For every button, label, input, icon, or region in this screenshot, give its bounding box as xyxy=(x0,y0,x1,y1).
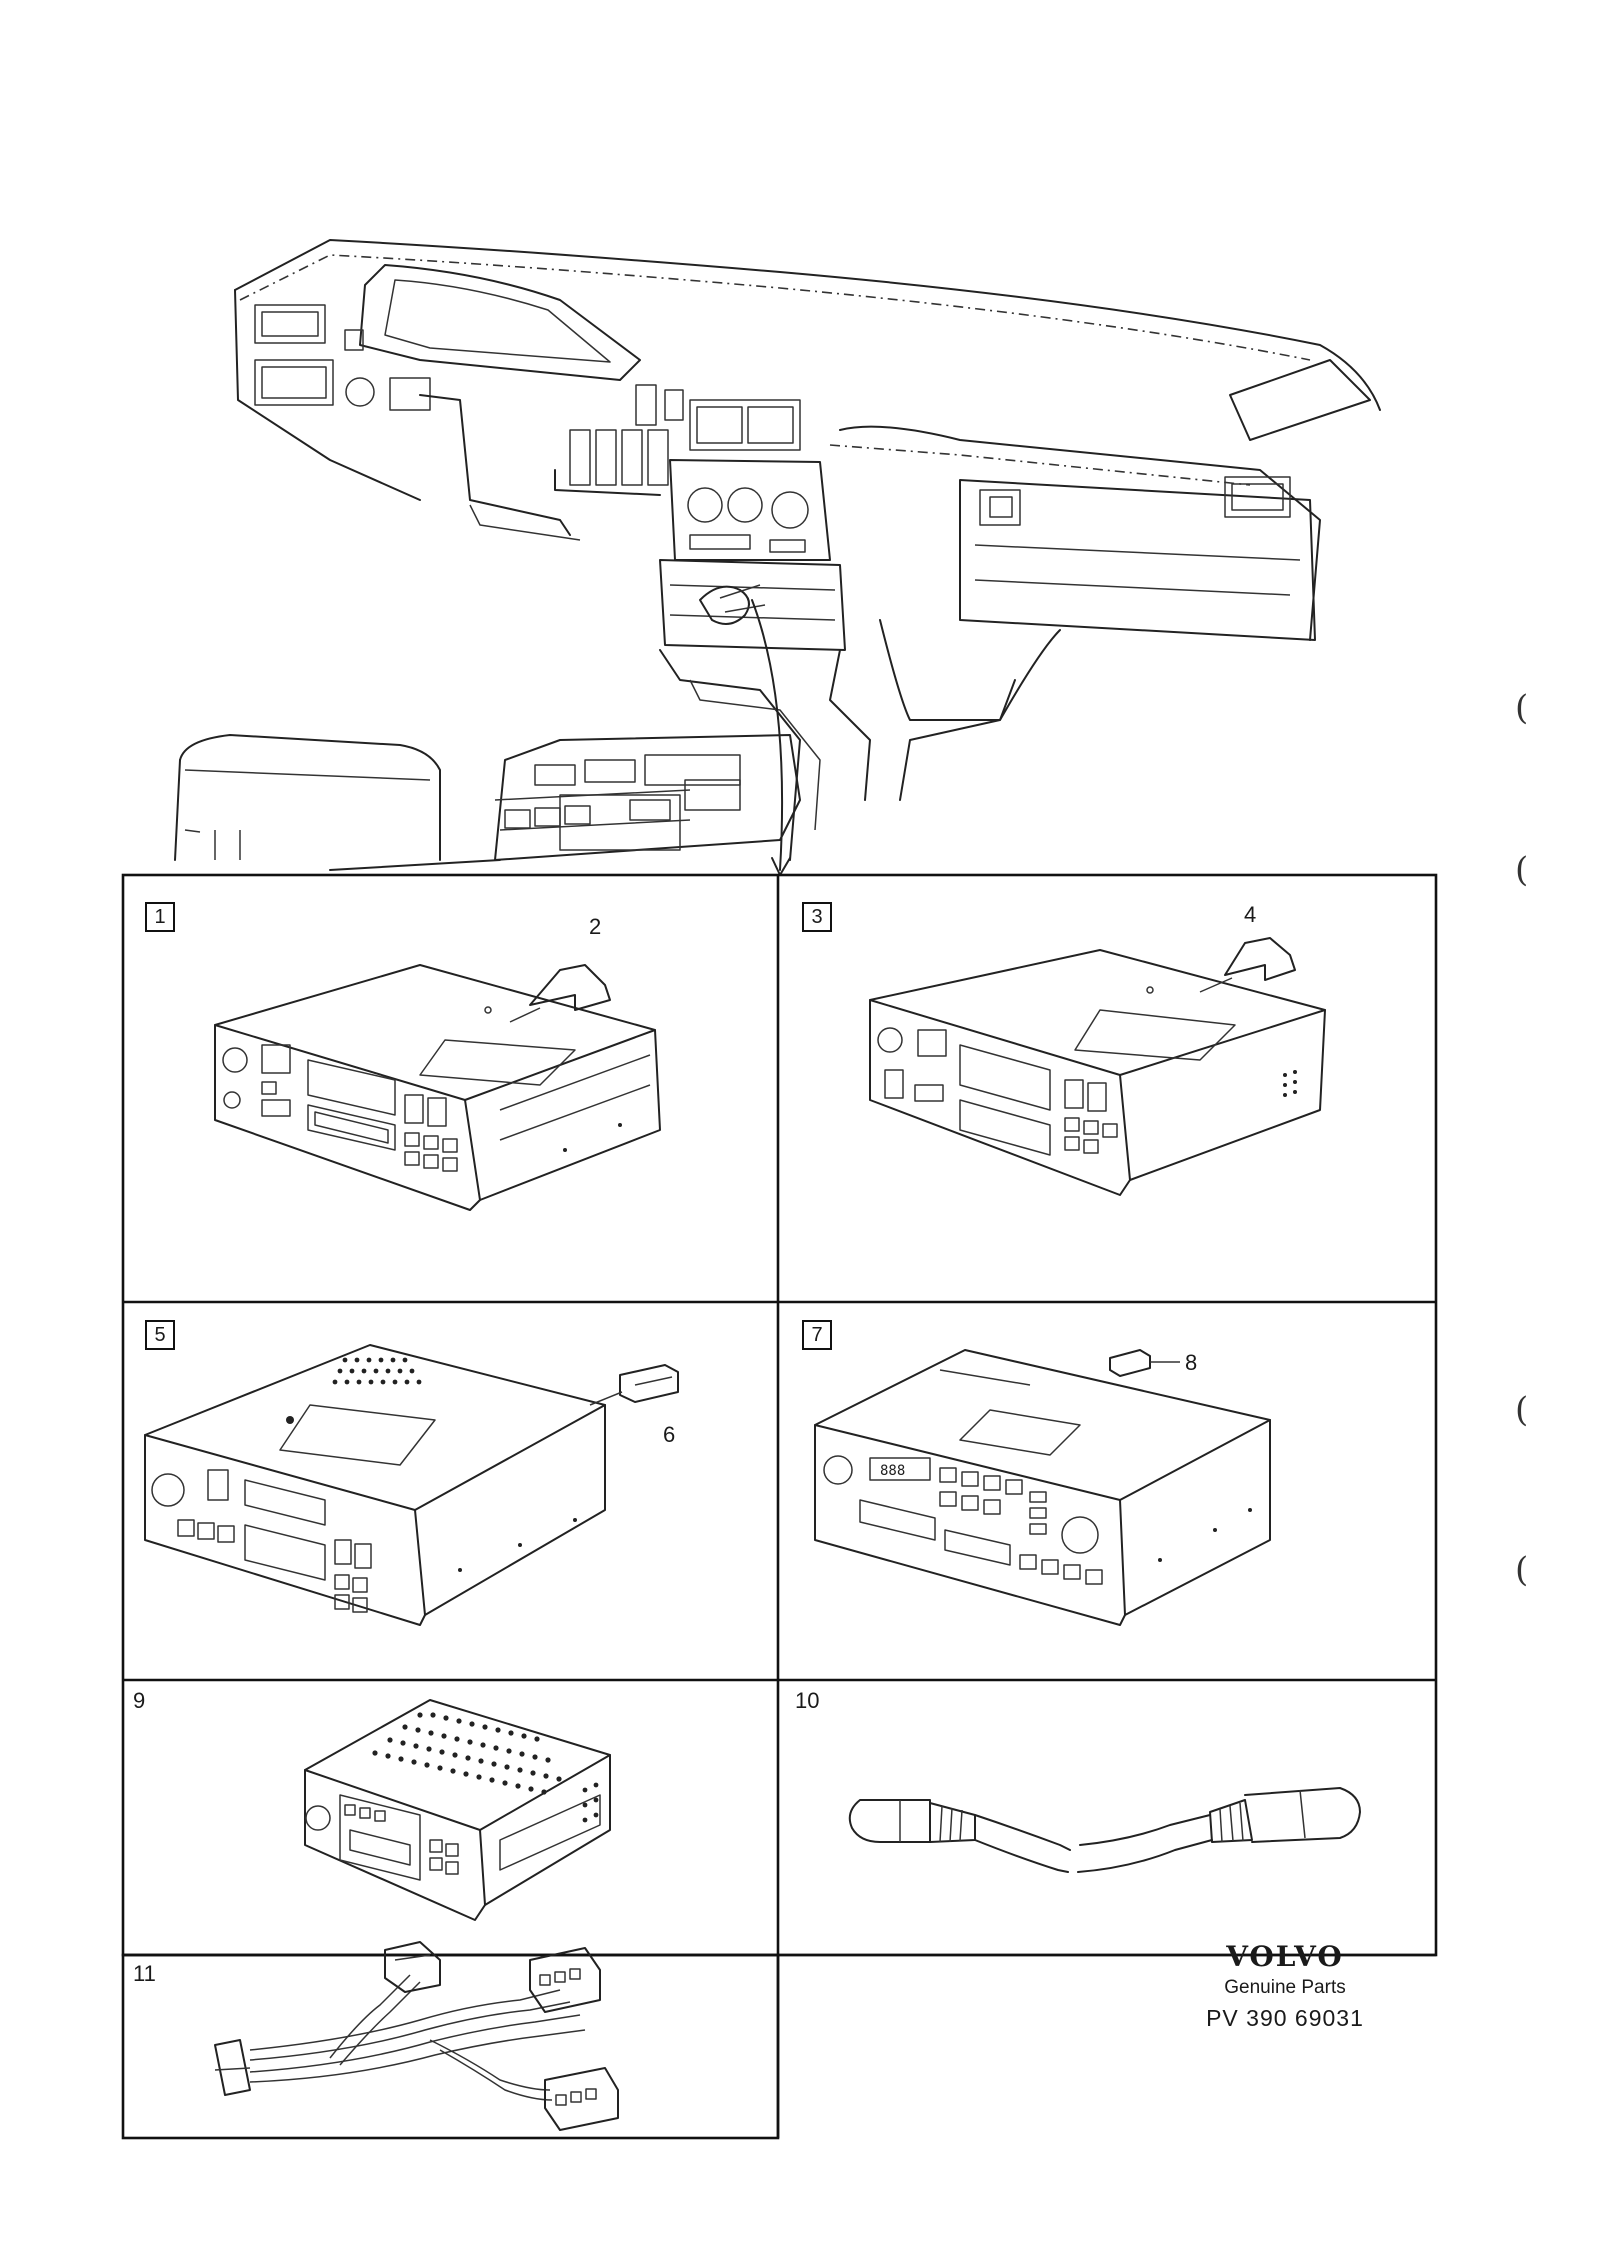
callout-4: 4 xyxy=(1244,902,1257,927)
brand-subtitle: Genuine Parts xyxy=(1224,1977,1346,1998)
panel-label-10: 10 xyxy=(795,1688,820,1713)
radio-unit-7: 888 xyxy=(814,1349,1271,1626)
part-reference: PV 390 69031 xyxy=(1206,2005,1364,2031)
panel-label-9: 9 xyxy=(133,1688,146,1713)
margin-mark: ( xyxy=(1515,1550,1529,1590)
radio-unit-9 xyxy=(304,1699,611,1921)
callout-6: 6 xyxy=(663,1422,676,1447)
panel-label-5: 5 xyxy=(145,1320,175,1350)
callout-2: 2 xyxy=(589,914,602,939)
radio-unit-5 xyxy=(144,1344,679,1626)
margin-mark: ( xyxy=(1515,1390,1529,1430)
panel-label-3: 3 xyxy=(802,902,832,932)
wiring-harness-11 xyxy=(214,1941,619,2131)
margin-mark: ( xyxy=(1515,688,1529,728)
margin-mark: ( xyxy=(1515,850,1529,890)
callout-8: 8 xyxy=(1185,1350,1198,1375)
brand-block: VOLVO Genuine Parts PV 390 69031 xyxy=(1180,1940,1390,2032)
dashboard-illustration xyxy=(174,239,1381,876)
svg-text:888: 888 xyxy=(880,1463,905,1479)
volvo-logo: VOLVO xyxy=(1226,1940,1344,1973)
panel-label-7: 7 xyxy=(802,1320,832,1350)
panel-grid xyxy=(121,873,1438,2140)
radio-unit-1 xyxy=(214,964,661,1211)
radio-unit-3 xyxy=(869,937,1326,1196)
panel-label-1: 1 xyxy=(145,902,175,932)
panel-label-11: 11 xyxy=(133,1961,156,1986)
antenna-cable-10 xyxy=(848,1787,1361,1873)
